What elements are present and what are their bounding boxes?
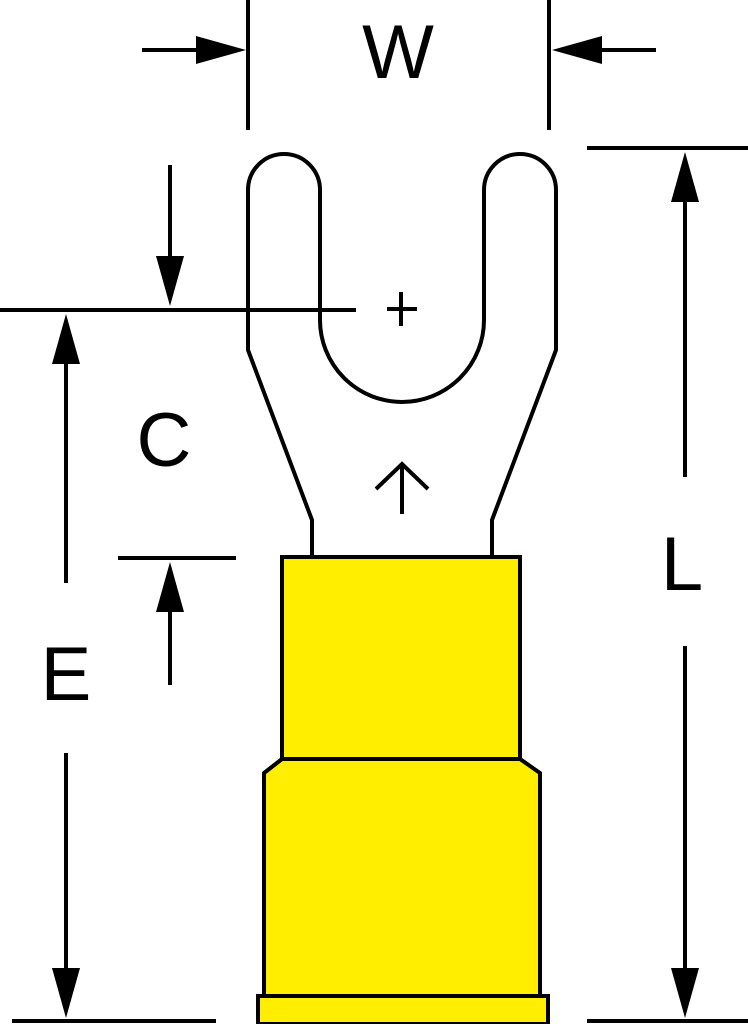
l-arrow-down-icon xyxy=(671,968,699,1018)
width-arrow-right-icon xyxy=(552,36,602,64)
sleeve-upper xyxy=(280,555,522,761)
width-label: W xyxy=(362,10,434,95)
width-arrow-left-icon xyxy=(196,36,246,64)
e-arrow-up-icon xyxy=(52,314,80,364)
l-dimension: L xyxy=(587,146,748,1023)
c-arrow-up-icon xyxy=(156,562,184,612)
direction-arrow-icon xyxy=(374,461,430,514)
c-arrow-down-icon xyxy=(156,256,184,306)
sleeve-lower xyxy=(262,757,542,998)
insulation-sleeve xyxy=(256,555,550,1024)
width-dimension: W xyxy=(142,0,656,130)
fork-tongue-outline xyxy=(246,152,558,556)
e-dimension: E xyxy=(12,314,216,1023)
l-label: L xyxy=(661,522,703,607)
c-label: C xyxy=(137,398,192,483)
stud-center-marker xyxy=(387,292,417,326)
e-label: E xyxy=(41,632,92,717)
sleeve-flange xyxy=(256,994,550,1024)
c-dimension: C xyxy=(0,165,356,685)
l-arrow-up-icon xyxy=(671,152,699,202)
e-arrow-down-icon xyxy=(52,968,80,1018)
